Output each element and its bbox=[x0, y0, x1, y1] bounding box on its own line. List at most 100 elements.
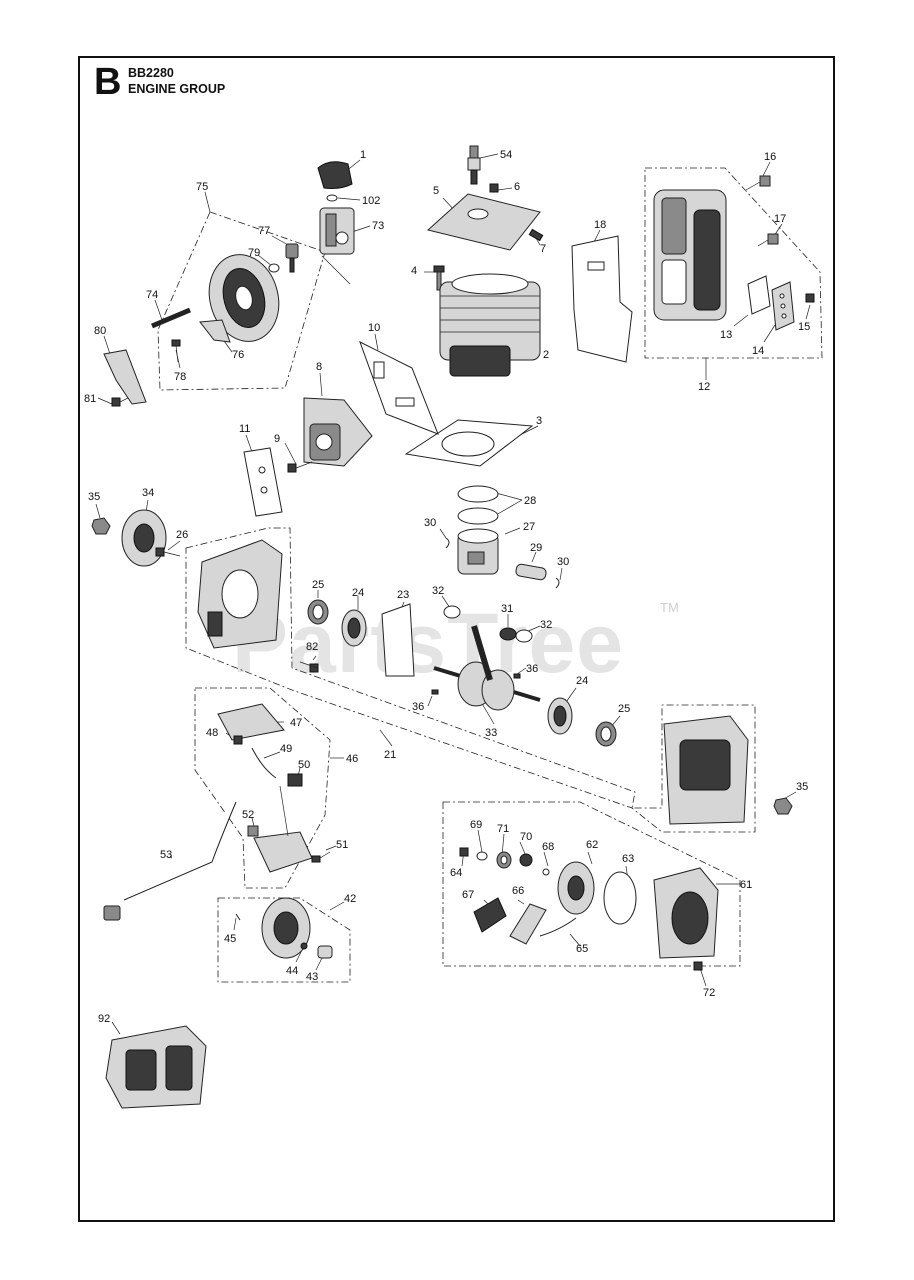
part-42-fan bbox=[261, 897, 311, 959]
model-code: BB2280 bbox=[128, 66, 174, 80]
callout-part-34: 34 bbox=[142, 487, 154, 499]
part-52 bbox=[247, 825, 259, 837]
boundary-ignition-group bbox=[194, 687, 331, 889]
part-44 bbox=[300, 942, 308, 950]
boundary-flywheel-group bbox=[157, 211, 326, 391]
callout-part-62: 62 bbox=[586, 839, 598, 851]
callout-part-71: 71 bbox=[497, 823, 509, 835]
callout-part-8: 8 bbox=[316, 361, 322, 373]
group-boundaries bbox=[157, 167, 823, 983]
leader-27 bbox=[504, 527, 521, 535]
callout-part-102: 102 bbox=[362, 195, 380, 207]
part-24-bearing-b bbox=[547, 697, 573, 735]
leader-43 bbox=[315, 957, 323, 971]
engine-parts bbox=[91, 145, 815, 1109]
part-25-seal-a bbox=[307, 599, 329, 625]
part-24-bearing-a bbox=[341, 609, 367, 647]
part-53-lead bbox=[103, 801, 237, 921]
part-25-seal-b bbox=[595, 721, 617, 747]
callout-part-70: 70 bbox=[520, 831, 532, 843]
leader-49 bbox=[263, 751, 281, 759]
leader-16 bbox=[761, 161, 771, 179]
leader-72 bbox=[699, 967, 707, 987]
part-32-washer-a bbox=[443, 605, 461, 619]
callout-part-53: 53 bbox=[160, 849, 172, 861]
callout-part-74: 74 bbox=[146, 289, 158, 301]
callout-part-81: 81 bbox=[84, 393, 96, 405]
leader-11 bbox=[245, 434, 253, 453]
leader-74 bbox=[154, 299, 163, 321]
callout-part-5: 5 bbox=[433, 185, 439, 197]
part-71 bbox=[496, 851, 512, 869]
callout-part-52: 52 bbox=[242, 809, 254, 821]
part-70-spring bbox=[519, 853, 533, 867]
part-49-hose bbox=[251, 747, 277, 779]
leader-9 bbox=[284, 442, 297, 465]
part-78-screw bbox=[171, 339, 181, 363]
part-6 bbox=[489, 183, 499, 193]
callout-part-27: 27 bbox=[523, 521, 535, 533]
part-29-pin bbox=[515, 563, 547, 581]
part-16-bolt bbox=[745, 175, 771, 191]
part-67 bbox=[473, 897, 507, 933]
callout-part-16: 16 bbox=[764, 151, 776, 163]
part-10-gasket bbox=[359, 340, 439, 435]
part-12-muffler bbox=[653, 189, 727, 321]
part-46-ignition-module bbox=[253, 785, 313, 873]
callout-part-80: 80 bbox=[94, 325, 106, 337]
leader-73 bbox=[351, 225, 371, 233]
part-23-gasket bbox=[381, 603, 415, 677]
callout-part-4: 4 bbox=[411, 265, 417, 277]
part-1-cover bbox=[317, 161, 353, 189]
part-69 bbox=[476, 851, 488, 861]
part-3-gasket bbox=[404, 419, 534, 467]
callout-part-30-a: 30 bbox=[424, 517, 436, 529]
callout-part-67: 67 bbox=[462, 889, 474, 901]
part-30-clip-b bbox=[555, 577, 560, 589]
leader-42 bbox=[329, 901, 345, 911]
callout-part-32-a: 32 bbox=[432, 585, 444, 597]
part-62-pulley bbox=[557, 861, 595, 915]
callout-part-36-a: 36 bbox=[526, 663, 538, 675]
part-48 bbox=[233, 735, 243, 745]
callout-part-66: 66 bbox=[512, 885, 524, 897]
callout-part-73: 73 bbox=[372, 220, 384, 232]
boundary-starter-group bbox=[442, 801, 741, 967]
leader-6 bbox=[497, 187, 513, 191]
part-64-screw bbox=[459, 847, 469, 857]
leader-45 bbox=[233, 917, 237, 931]
leader-8 bbox=[319, 372, 323, 397]
leader-13 bbox=[733, 314, 749, 327]
callout-part-75: 75 bbox=[196, 181, 208, 193]
callout-part-25-b: 25 bbox=[618, 703, 630, 715]
callout-part-13: 13 bbox=[720, 329, 732, 341]
callout-part-63: 63 bbox=[622, 853, 634, 865]
part-28-ring-a bbox=[457, 485, 499, 503]
watermark: PartsTree TM bbox=[232, 596, 679, 690]
leader-82 bbox=[312, 655, 317, 661]
leader-102 bbox=[337, 197, 361, 201]
callout-part-76: 76 bbox=[232, 349, 244, 361]
callout-part-2: 2 bbox=[543, 349, 549, 361]
part-17-bolt bbox=[757, 233, 779, 247]
callout-part-69: 69 bbox=[470, 819, 482, 831]
part-33-crankshaft bbox=[433, 625, 541, 711]
section-letter: B bbox=[94, 61, 122, 103]
part-66-handle bbox=[509, 903, 547, 945]
part-30-clip-a bbox=[445, 537, 450, 549]
leader-92 bbox=[111, 1021, 121, 1035]
leader-29 bbox=[531, 551, 537, 563]
callout-part-79: 79 bbox=[248, 247, 260, 259]
callout-part-29: 29 bbox=[530, 542, 542, 554]
part-77 bbox=[285, 243, 299, 273]
part-26-bolt bbox=[155, 547, 181, 557]
boundary-muffler-group bbox=[644, 167, 823, 359]
callout-part-10: 10 bbox=[368, 322, 380, 334]
callout-part-43: 43 bbox=[306, 971, 318, 983]
callout-part-9: 9 bbox=[274, 433, 280, 445]
callout-part-18: 18 bbox=[594, 219, 606, 231]
leader-15 bbox=[805, 304, 811, 320]
part-81-screw bbox=[111, 397, 129, 407]
part-5-plate bbox=[426, 193, 541, 251]
callout-part-49: 49 bbox=[280, 743, 292, 755]
